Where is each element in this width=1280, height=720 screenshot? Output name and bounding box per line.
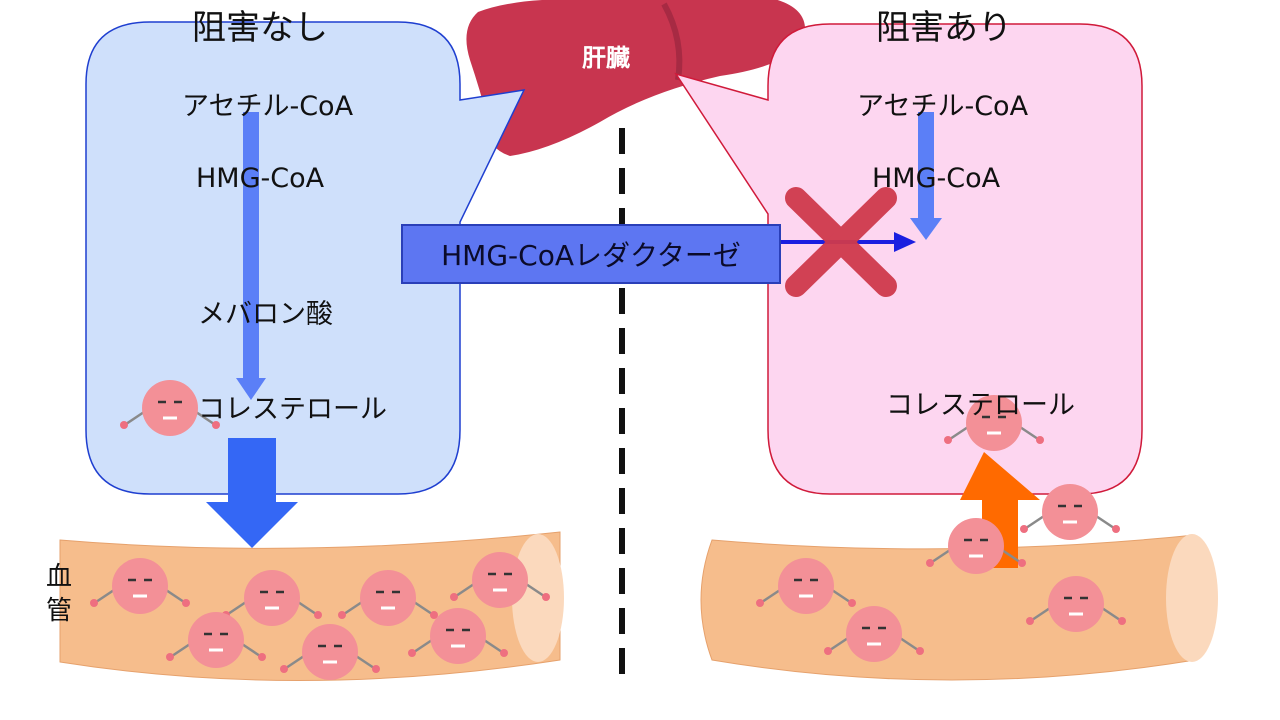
cholesterol-character: [166, 612, 266, 668]
liver-shape: [466, 0, 806, 156]
vessel-label-line2: 管: [46, 596, 73, 626]
blood-release-arrow: [206, 438, 298, 548]
cholesterol-character: [756, 558, 856, 614]
cholesterol-character: [222, 570, 322, 626]
left-step-cholesterol: コレステロール: [198, 394, 387, 425]
right-panel-title: 阻害あり: [876, 8, 1012, 48]
cholesterol-character: [926, 518, 1026, 574]
liver-label: 肝臓: [582, 44, 630, 72]
cholesterol-character: [120, 380, 220, 436]
left-step-mevalonate: メバロン酸: [198, 299, 333, 330]
enzyme-label-box: HMG-CoAレダクターゼ: [401, 224, 781, 284]
cholesterol-uptake-arrow: [960, 452, 1040, 568]
cholesterol-character: [338, 570, 438, 626]
left-step-hmg-coa: HMG-CoA: [196, 163, 325, 194]
left-pathway-arrow: [236, 112, 266, 400]
left-panel-title: 阻害なし: [192, 8, 328, 48]
vessel-label: 血 管: [46, 560, 72, 628]
right-pathway-arrow: [910, 112, 942, 240]
cholesterol-character: [1026, 576, 1126, 632]
right-step-hmg-coa: HMG-CoA: [872, 163, 1001, 194]
cholesterol-character: [944, 395, 1044, 451]
liver-lobe-line: [661, 2, 683, 81]
enzyme-label: HMG-CoAレダクターゼ: [441, 239, 741, 272]
cholesterol-characters: [90, 380, 1126, 680]
cholesterol-character: [1020, 484, 1120, 540]
right-panel-bubble: [674, 23, 1143, 495]
right-step-cholesterol: コレステロール: [886, 390, 1075, 421]
left-panel-bubble: [85, 21, 526, 495]
left-step-acetyl-coa: アセチル-CoA: [182, 91, 354, 122]
cholesterol-character: [408, 608, 508, 664]
right-step-acetyl-coa: アセチル-CoA: [857, 91, 1029, 122]
inhibition-cross: [785, 187, 897, 297]
cholesterol-character: [824, 606, 924, 662]
vessel-label-line1: 血: [46, 562, 73, 592]
cholesterol-character: [450, 552, 550, 608]
cholesterol-character: [90, 558, 190, 614]
cholesterol-character: [280, 624, 380, 680]
